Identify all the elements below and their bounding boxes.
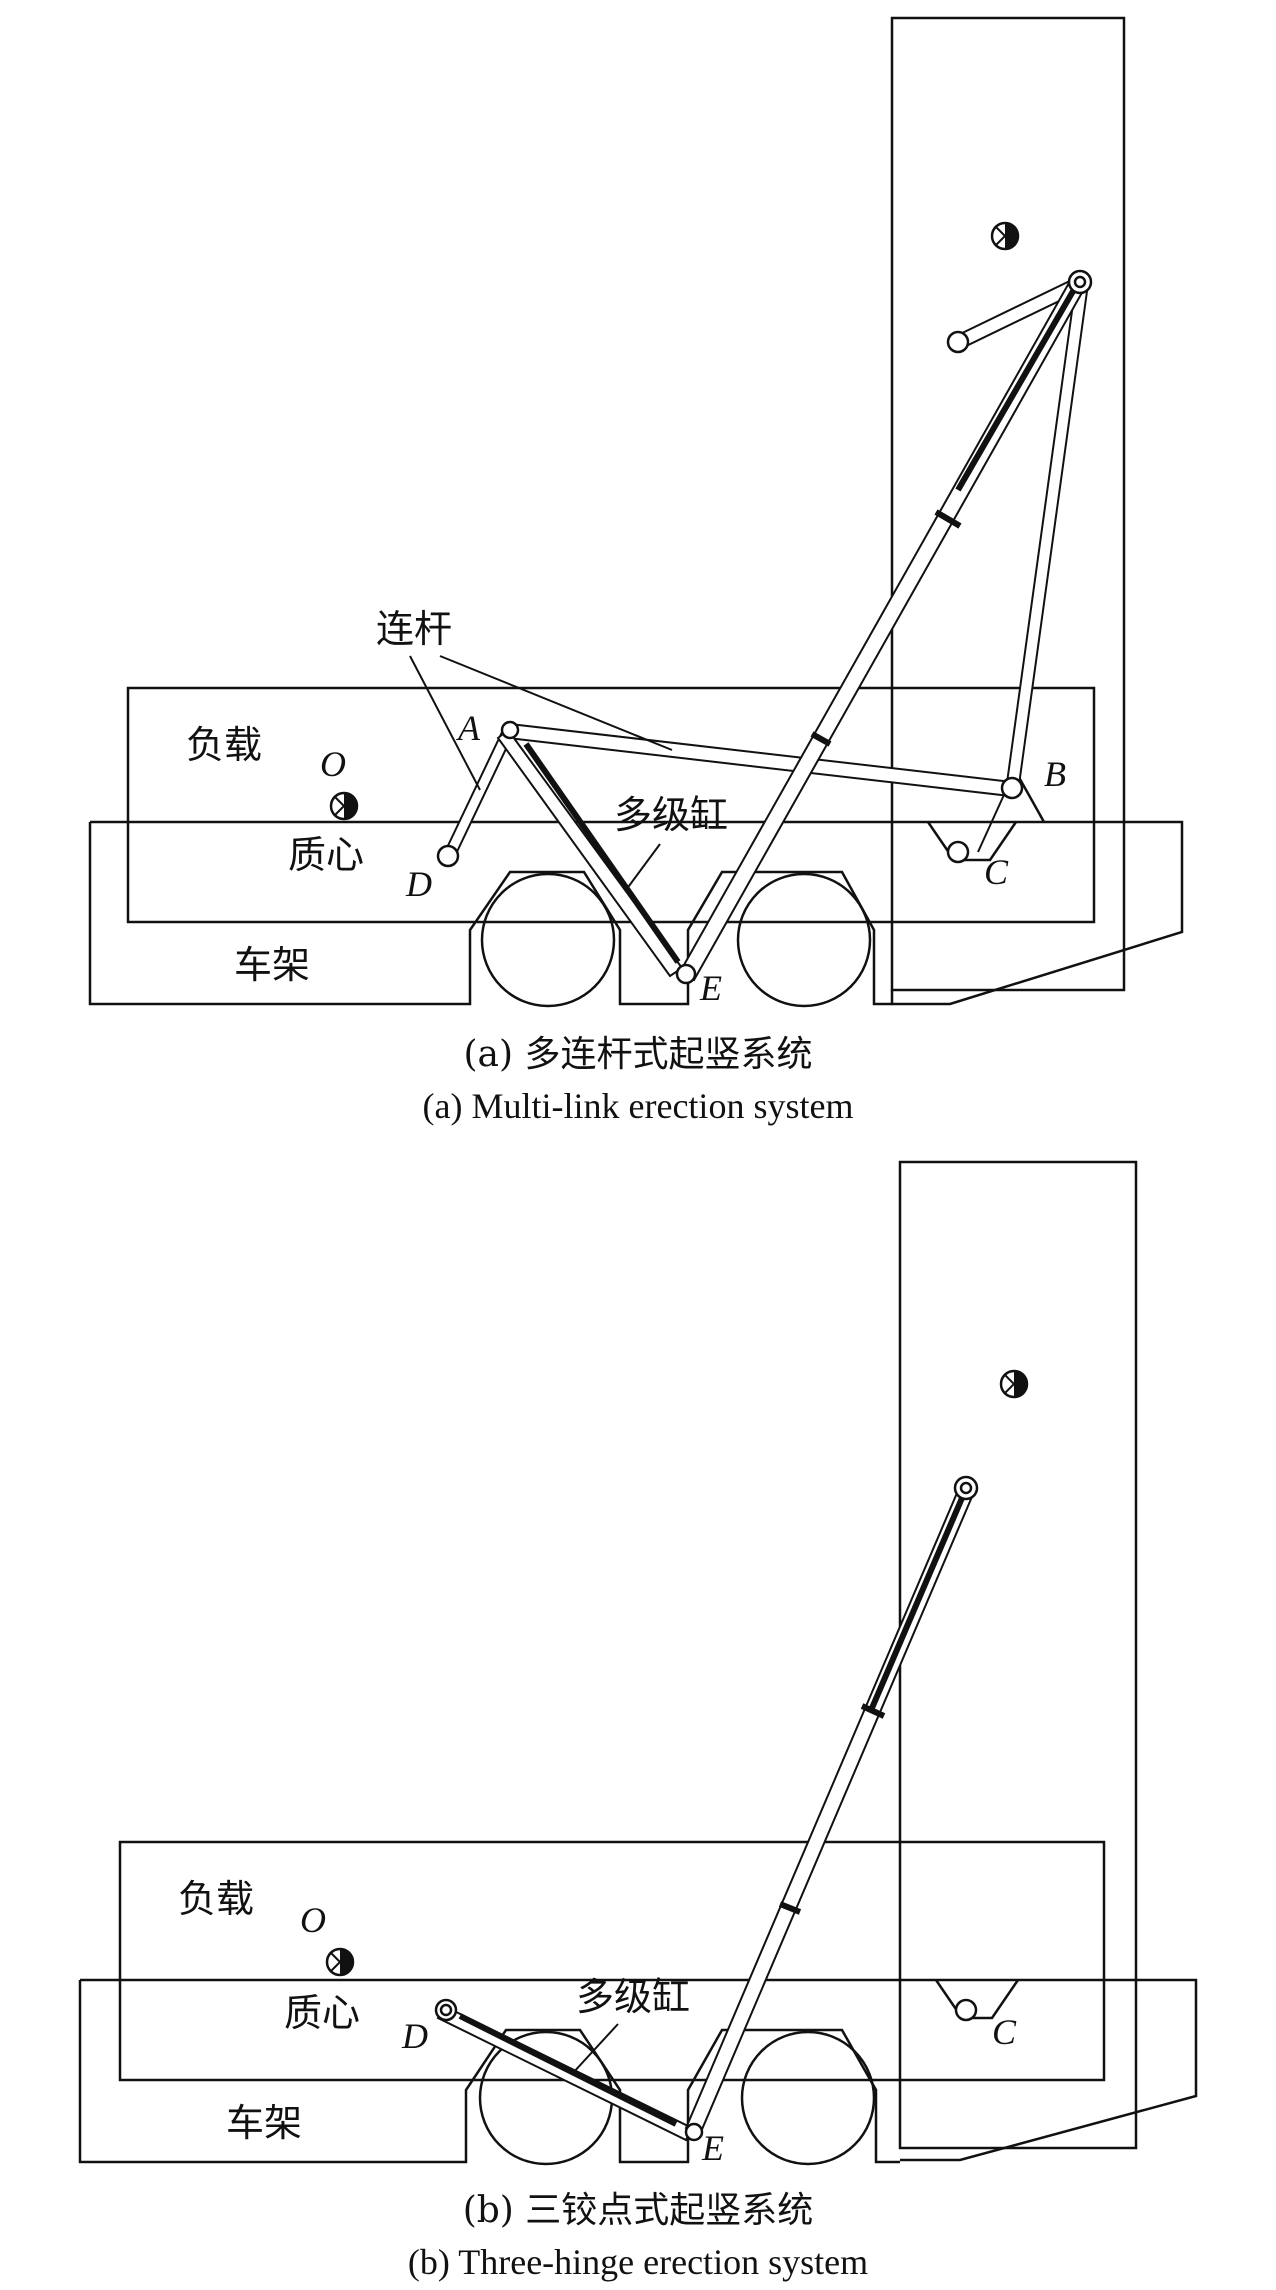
label-center-of-mass-b: 质心 [284, 1991, 360, 2035]
label-load-b: 负载 [178, 1877, 254, 1921]
pin-a [500, 720, 520, 740]
cylinder-de-barrel-b [458, 2013, 678, 2127]
pin-b [1000, 776, 1024, 800]
erected-payload-a [890, 16, 1126, 992]
caption-cn-b: (b) 三铰点式起竖系统 [463, 2190, 814, 2231]
caption-en-a: (a) Multi-link erection system [423, 1086, 854, 1126]
frame-left-b [78, 1980, 900, 2164]
label-load: 负载 [186, 723, 262, 767]
figure-a: 负载 O 质心 车架 连杆 多级缸 A B C D E (a) 多连杆式起竖系统… [88, 16, 1184, 1126]
center-of-mass-icon [329, 791, 359, 821]
label-frame-b: 车架 [226, 2101, 302, 2145]
label-cylinder: 多级缸 [614, 793, 728, 837]
hinge-c-bracket-b [934, 1979, 1020, 2020]
vehicle-frame-a [90, 820, 1184, 1006]
hinge-b-bracket-a [1014, 771, 1046, 823]
caption-en-b: (b) Three-hinge erection system [408, 2242, 868, 2282]
pin-c [946, 840, 970, 864]
pin-d-inner-b [439, 2003, 453, 2017]
label-point-e: E [699, 968, 722, 1008]
label-point-a: A [456, 708, 481, 748]
label-point-d: D [405, 864, 432, 904]
link-ab [506, 722, 1014, 798]
load-box-b [118, 1840, 1106, 2082]
vehicle-frame-b [80, 1978, 1198, 2162]
pin-e [675, 963, 697, 985]
erection-stage-mark1-a [934, 509, 962, 529]
leader-cylinder-b [571, 2023, 619, 2075]
label-com-symbol-b: O [300, 1900, 326, 1940]
payload-center-of-mass-icon [990, 221, 1020, 251]
label-point-b: B [1044, 754, 1066, 794]
figure-b: 负载 O 质心 车架 多级缸 C D E (b) 三铰点式起竖系统 (b) Th… [78, 1160, 1198, 2282]
label-center-of-mass: 质心 [288, 833, 364, 877]
pin-arm-a [946, 330, 970, 354]
label-point-e-b: E [701, 2128, 724, 2168]
leader-link-a [409, 655, 673, 791]
erection-cylinder-a [678, 272, 1090, 982]
frame-left-a [88, 822, 892, 1006]
erection-cylinder-heavy-b [869, 1496, 965, 1710]
erection-cylinder-heavy-a [955, 284, 1079, 492]
erection-stage-mark1-b [860, 1703, 886, 1719]
pin-c-b [954, 1998, 978, 2022]
pin-d [436, 844, 460, 868]
erection-stage-mark2-b [778, 1901, 802, 1915]
caption-cn-a: (a) 多连杆式起竖系统 [464, 1034, 813, 1075]
link-b-top [1004, 280, 1090, 794]
hinge-c-bracket-a [926, 821, 1018, 862]
label-link: 连杆 [376, 607, 452, 651]
label-point-c: C [984, 852, 1009, 892]
label-point-c-b: C [992, 2012, 1017, 2052]
pin-top-inner-b [959, 1481, 973, 1495]
label-cylinder-b: 多级缸 [576, 1975, 690, 2019]
label-frame: 车架 [234, 943, 310, 987]
erected-payload-b [898, 1160, 1138, 2150]
label-point-d-b: D [401, 2016, 428, 2056]
center-of-mass-icon-b [325, 1947, 355, 1977]
cylinder-ae-barrel-a [523, 742, 681, 964]
wheel-right-a [736, 872, 872, 1008]
pin-top-inner-a [1073, 275, 1087, 289]
leader-cylinder-a [625, 843, 661, 891]
label-com-symbol: O [320, 744, 346, 784]
wheel-left-a [480, 872, 616, 1008]
wheel-right-b [740, 2030, 876, 2166]
pin-e-b [684, 2122, 704, 2142]
erection-stage-mark2-a [810, 731, 832, 747]
link-bc [977, 785, 1009, 853]
payload-center-of-mass-icon-b [999, 1369, 1029, 1399]
